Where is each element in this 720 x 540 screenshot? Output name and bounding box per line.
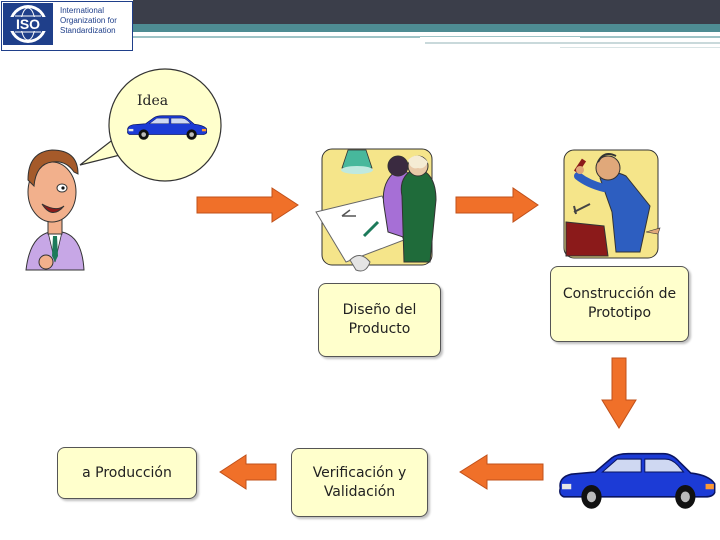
box-line: Verificación y (312, 464, 407, 481)
prototype-construction-illustration (563, 149, 661, 259)
person-icon (25, 149, 85, 271)
production-box: a Producción (57, 447, 197, 499)
header-rule (425, 42, 720, 44)
box-line: Diseño del (342, 302, 417, 318)
arrow-left-icon (219, 454, 277, 490)
header-gap (420, 37, 580, 41)
box-line: Validación (323, 483, 396, 500)
arrow-left-icon (459, 454, 544, 490)
header-band-dark (133, 0, 720, 24)
box-line: Prototipo (587, 305, 652, 321)
iso-logo-text: International Organization for Standardi… (60, 6, 130, 36)
iso-logo-line: Organization for (60, 16, 117, 25)
iso-logo-mark: ISO (16, 16, 40, 32)
verification-box: Verificación y Validación (291, 448, 428, 517)
box-line: Construcción de (562, 286, 677, 302)
header-rule (560, 47, 720, 48)
iso-globe-icon: ISO (3, 3, 53, 45)
iso-logo-line: Standardization (60, 26, 116, 35)
product-design-illustration (315, 148, 437, 272)
arrow-right-icon (196, 187, 299, 223)
arrow-down-icon (601, 357, 637, 429)
product-design-box: Diseño del Producto (318, 283, 441, 357)
header-band-teal (133, 24, 720, 32)
iso-logo-line: International (60, 6, 105, 15)
arrow-right-icon (455, 187, 539, 223)
finished-car-icon (558, 452, 716, 510)
production-label: a Producción (82, 464, 172, 481)
idea-label: Idea (137, 93, 169, 109)
box-line: Producto (348, 321, 411, 337)
prototype-box: Construcción de Prototipo (550, 266, 689, 342)
